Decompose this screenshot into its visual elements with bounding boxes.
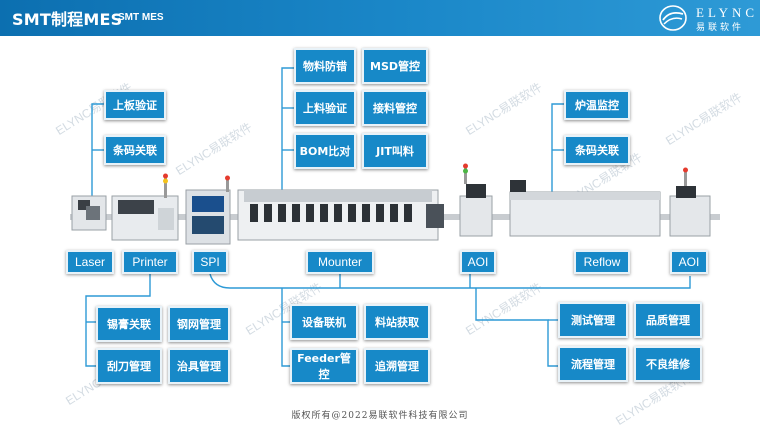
function-box: 上料验证: [294, 90, 356, 126]
function-box: 治具管理: [168, 348, 230, 384]
function-box: BOM比对: [294, 133, 356, 169]
laser-machine: [71, 195, 107, 231]
function-box: 品质管理: [634, 302, 702, 338]
station-label-spi: SPI: [192, 250, 228, 274]
reflow-oven: [509, 180, 661, 237]
spi-machine: [185, 175, 231, 245]
function-box: 追溯管理: [364, 348, 430, 384]
station-label-printer: Printer: [122, 250, 178, 274]
aoi-machine-1: [459, 163, 493, 237]
function-box: 上板验证: [104, 90, 166, 120]
station-label-laser: Laser: [66, 250, 114, 274]
header-bar: SMT制程MES SMT MES ELYNC 易联软件: [0, 0, 760, 36]
function-box: 锡膏关联: [96, 306, 162, 342]
copyright-footer: 版权所有@2022易联软件科技有限公司: [291, 411, 469, 421]
function-box: 条码关联: [104, 135, 166, 165]
function-box: 设备联机: [290, 304, 358, 340]
function-box: JIT叫料: [362, 133, 428, 169]
function-box: 条码关联: [564, 135, 630, 165]
function-box: 料站获取: [364, 304, 430, 340]
function-box: 钢网管理: [168, 306, 230, 342]
function-box: 物料防错: [294, 48, 356, 84]
aoi-machine-2: [669, 167, 711, 237]
page-subtitle: SMT MES: [118, 12, 164, 23]
function-box: 炉温监控: [564, 90, 630, 120]
logo-cn-text: 易联软件: [696, 23, 745, 33]
station-label-reflow: Reflow: [574, 250, 630, 274]
page-title: SMT制程MES: [12, 10, 123, 29]
function-box: 流程管理: [558, 346, 628, 382]
station-label-aoi-1: AOI: [460, 250, 496, 274]
station-label-mounter: Mounter: [306, 250, 374, 274]
elync-logo: ELYNC 易联软件: [656, 2, 754, 34]
function-box: MSD管控: [362, 48, 428, 84]
station-label-aoi-2: AOI: [670, 250, 708, 274]
function-box: Feeder管控: [290, 348, 358, 384]
function-box: 测试管理: [558, 302, 628, 338]
function-box: 不良维修: [634, 346, 702, 382]
logo-text: ELYNC: [696, 5, 759, 20]
function-box: 接料管控: [362, 90, 428, 126]
mounter-machine: [237, 189, 444, 241]
function-box: 刮刀管理: [96, 348, 162, 384]
printer-machine: [111, 173, 179, 241]
logo-swirl-icon: [659, 5, 687, 31]
